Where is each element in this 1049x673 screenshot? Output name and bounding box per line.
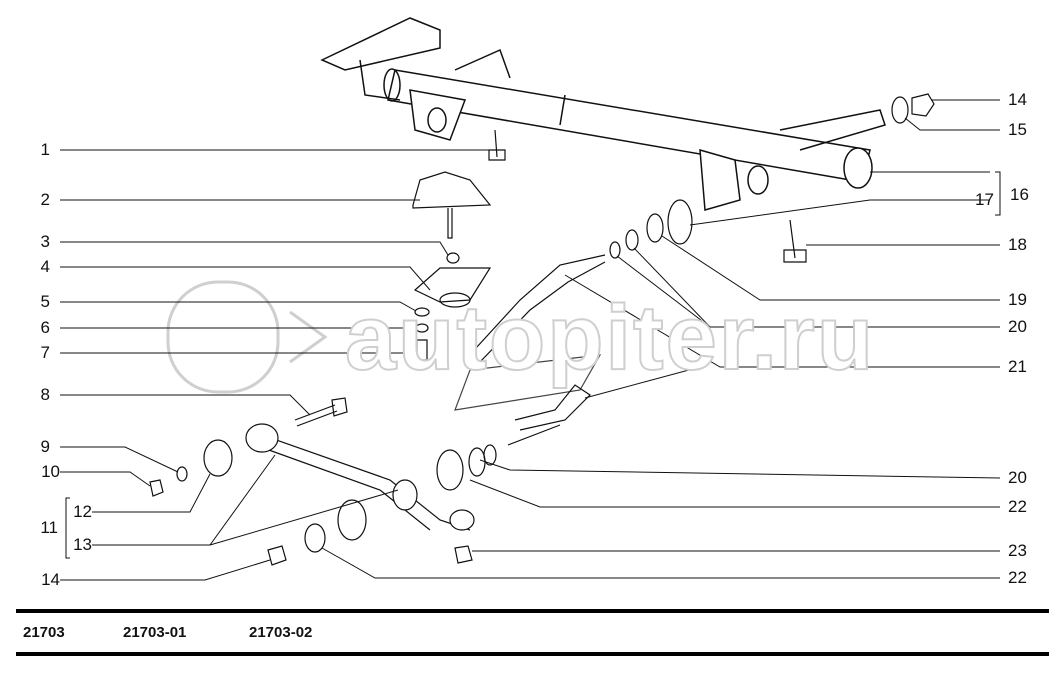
callout-4: 4: [40, 257, 50, 276]
model-code-3: 21703-02: [249, 624, 313, 641]
callout-20-lower: 20: [1008, 468, 1027, 487]
callout-19: 19: [1008, 290, 1027, 309]
callout-5: 5: [40, 292, 50, 311]
callout-14-left: 14: [41, 570, 60, 589]
small-parts: [149, 93, 935, 566]
callout-1: 1: [40, 140, 50, 159]
callout-22-upper: 22: [1008, 497, 1027, 516]
callout-2: 2: [40, 190, 50, 209]
divider-top: [16, 609, 1049, 613]
callout-18: 18: [1008, 235, 1027, 254]
callout-13: 13: [73, 535, 92, 554]
callout-22-lower: 22: [1008, 568, 1027, 587]
callout-6: 6: [40, 318, 50, 337]
divider-bottom: [16, 652, 1049, 656]
model-code-1: 21703: [23, 624, 65, 641]
callout-21: 21: [1008, 357, 1027, 376]
callout-3: 3: [40, 232, 50, 251]
callout-16: 16: [1010, 185, 1029, 204]
callout-17: 17: [975, 190, 994, 209]
callout-12: 12: [73, 502, 92, 521]
callout-7: 7: [40, 343, 50, 362]
callout-20-upper: 20: [1008, 317, 1027, 336]
callout-9: 9: [40, 437, 50, 456]
callout-15: 15: [1008, 120, 1027, 139]
callout-23: 23: [1008, 541, 1027, 560]
watermark-logo: [166, 280, 328, 394]
crossbeam: [320, 17, 886, 211]
callout-8: 8: [40, 385, 50, 404]
model-code-2: 21703-01: [123, 624, 187, 641]
watermark-text: autopiter.ru: [344, 286, 876, 390]
callout-11: 11: [40, 518, 58, 537]
callout-10: 10: [41, 462, 60, 481]
callout-14-right: 14: [1008, 90, 1027, 109]
leader-lines: [60, 99, 1001, 581]
